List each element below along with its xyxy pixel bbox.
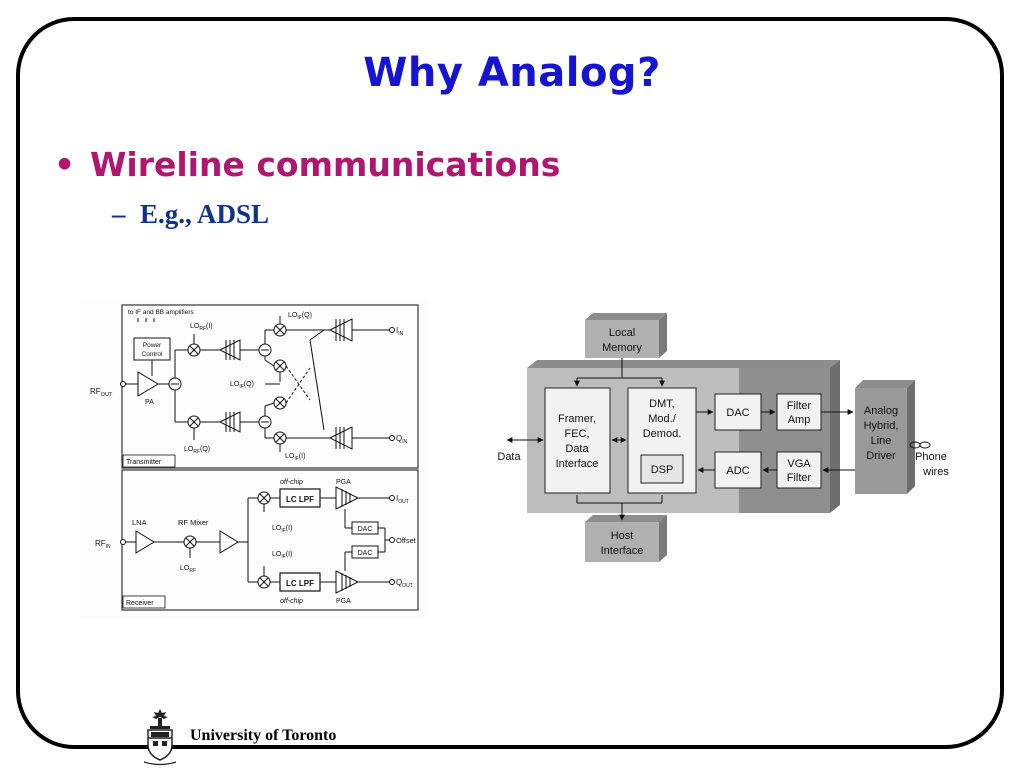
adsl-diagram: Local Memory Host Interface Framer, FEC,… [497,313,949,562]
i-in-label: IIN [396,326,404,337]
vga-filter-label-1: VGA [787,458,811,470]
dmt-label-3: Demod. [643,428,682,440]
university-crest-logo [143,709,177,766]
framer-block [544,387,611,494]
pga-top-label: PGA [336,479,351,486]
q-in-label: QIN [396,434,408,445]
transmitter-label: Transmitter [126,459,162,466]
lo-if-i-rx-label: LOIF(I) [272,525,292,534]
framer-label-4: Interface [556,458,599,470]
lo-rf-i-label: LORF(I) [190,323,213,332]
tx-note: to IF and BB amplifiers [128,309,194,316]
dac2-label: DAC [358,550,373,557]
analog-chip-block [739,368,830,513]
lo-rf-q-label: LORF(Q) [184,446,210,455]
rx-if-amp [219,530,239,554]
local-memory-label-1: Local [609,327,635,339]
lo-if-i-tx-label: LOIF(I) [285,453,305,462]
rf-mixer-label: RF Mixer [178,518,209,527]
power-control-label-1: Power [143,342,162,349]
adc-label: ADC [726,465,749,477]
power-control-label-2: Control [142,351,164,358]
sub-bullet-item: –E.g., ADSL [112,199,269,230]
analog-hybrid-label-4: Driver [866,450,896,462]
q-out-label: QOUT [396,578,413,589]
host-interface-block [585,522,659,562]
dac-label: DAC [726,407,749,419]
lo-if-q-top-label: LOIF(Q) [288,312,312,321]
i-out-label: IOUT [396,494,409,505]
vga-filter-label-2: Filter [787,472,812,484]
bullet-dot: • [54,145,76,184]
host-interface-label-1: Host [611,530,634,542]
transceiver-diagram: to IF and BB amplifiers Power Control PA… [80,300,430,618]
tx-i-buffer [328,318,353,342]
sub-bullet-text: E.g., ADSL [140,199,270,229]
lo-if-q-mid-label: LOIF(Q) [230,381,254,390]
framer-label-1: Framer, [558,413,596,425]
phone-wire-loop-2 [919,441,931,449]
dmt-label-1: DMT, [649,398,675,410]
bullet-text: Wireline communications [90,145,561,184]
dmt-label-2: Mod./ [648,413,676,425]
filter-amp-label-2: Amp [788,414,811,426]
dac1-label: DAC [358,526,373,533]
rf-out-label: RFOUT [90,387,113,398]
off-chip-top-label: off-chip [280,479,303,486]
dsp-block [640,454,684,484]
footer-university-name: University of Toronto [190,727,337,744]
lc-lpf-bottom-label: LC LPF [286,579,314,588]
analog-hybrid-label-2: Hybrid, [864,420,899,432]
lo-rf-rx-label: LORF [180,565,196,574]
filter-amp-block [776,393,822,431]
analog-hybrid-label-3: Line [871,435,892,447]
filter-amp-label-1: Filter [787,400,812,412]
sub-bullet-dash: – [112,199,126,229]
offset-label: Offset [396,536,417,545]
slide-title: Why Analog? [363,50,661,96]
vga-filter-block [776,451,822,489]
pa-label: PA [145,399,154,406]
tx-note-arrows [137,318,155,322]
tx-filter-upper [200,339,241,361]
dac-block [714,393,762,431]
pga-bottom [335,570,360,594]
pga-bottom-label: PGA [336,598,351,605]
rf-in-label: RFIN [95,539,111,550]
phone-wires-label-1: Phone [915,451,947,463]
bullet-item: • Wireline communications [54,145,560,184]
host-interface-label-2: Interface [601,545,644,557]
local-memory-block [585,320,659,358]
receiver-label: Receiver [126,600,154,607]
framer-label-3: Data [565,443,589,455]
data-label: Data [497,451,521,463]
lc-lpf-top-label: LC LPF [286,495,314,504]
analog-hybrid-block [855,388,907,494]
phone-wires-label-2: wires [922,466,949,478]
lna-amplifier [135,530,155,554]
framer-label-2: FEC, [564,428,589,440]
analog-hybrid-label-1: Analog [864,405,898,417]
off-chip-bottom-label: off-chip [280,598,303,605]
dsp-label: DSP [651,464,674,476]
pga-top [335,486,360,510]
lna-label: LNA [132,518,147,527]
lo-if-i-rx2-label: LOIF(I) [272,551,292,560]
local-memory-label-2: Memory [602,342,642,354]
